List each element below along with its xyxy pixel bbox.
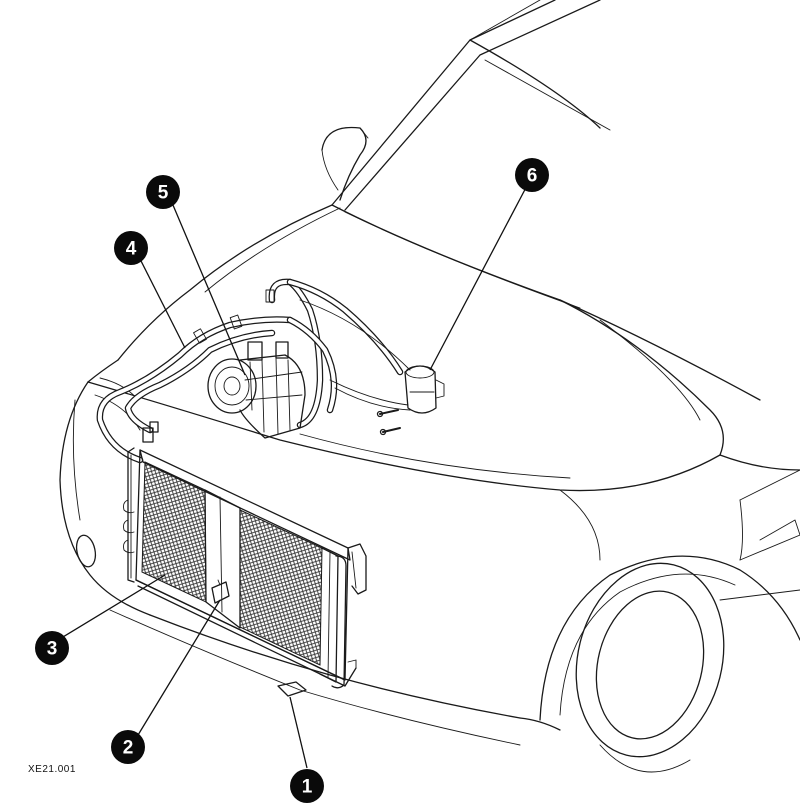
callout-marker (290, 769, 324, 803)
callout-2: 2 (111, 730, 145, 764)
condenser (123, 421, 367, 697)
callout-marker (114, 231, 148, 265)
leader-4 (136, 252, 186, 349)
callout-marker (111, 730, 145, 764)
callout-number: 5 (158, 183, 169, 204)
callout-5: 5 (146, 175, 180, 209)
drawing-code: XE21.001 (28, 764, 76, 775)
car-body-outline (59, 0, 800, 773)
callout-marker (146, 175, 180, 209)
leader-5 (169, 197, 246, 376)
callout-number: 6 (527, 166, 538, 187)
callout-4: 4 (114, 231, 148, 265)
callout-number: 1 (302, 777, 313, 798)
callout-1: 1 (290, 769, 324, 803)
leader-6 (429, 179, 531, 371)
leader-lines (57, 179, 531, 769)
compressor (207, 341, 306, 439)
callout-3: 3 (35, 631, 69, 665)
refrigerant-hoses (96, 278, 411, 464)
callout-6: 6 (515, 158, 549, 192)
callout-number: 4 (126, 239, 137, 260)
receiver-drier (376, 365, 445, 436)
callout-number: 3 (47, 639, 58, 660)
leader-1 (289, 696, 308, 769)
callout-marker (515, 158, 549, 192)
callout-marker (35, 631, 69, 665)
leader-3 (57, 574, 166, 641)
leader-2 (134, 599, 221, 741)
callout-number: 2 (123, 738, 134, 759)
